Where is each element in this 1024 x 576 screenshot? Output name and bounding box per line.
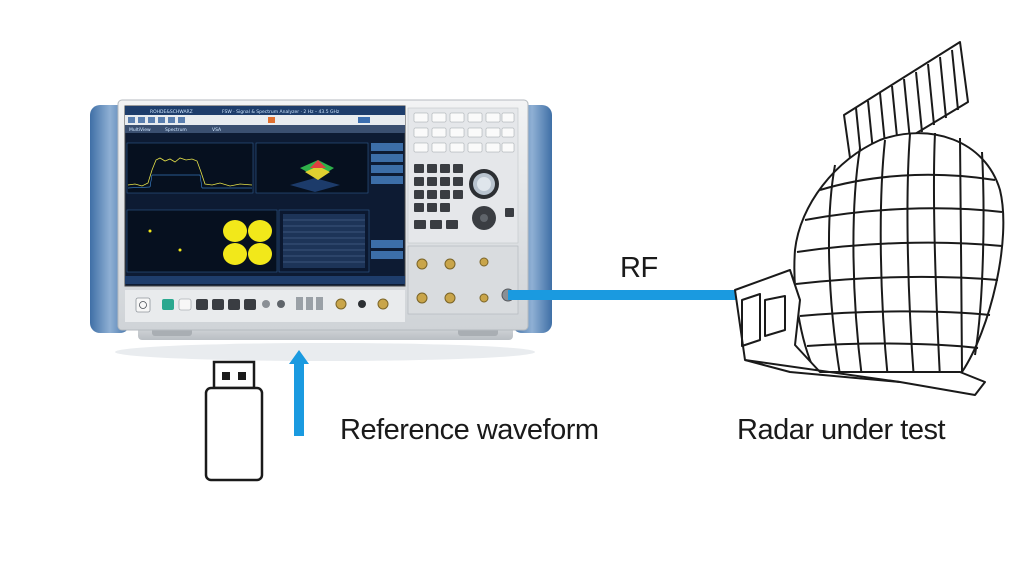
noise-source-connector — [377, 298, 389, 310]
screen-status-bar — [125, 276, 405, 284]
power-sensor-connector — [335, 298, 347, 310]
volume-knob[interactable] — [277, 300, 285, 308]
reference-waveform-label: Reference waveform — [340, 414, 599, 446]
radar-under-test-label: Radar under test — [737, 414, 946, 446]
usb-port-1 — [296, 297, 303, 310]
system-button-2[interactable] — [178, 298, 192, 311]
rf-link-cable — [508, 290, 736, 300]
tab-vsa[interactable]: VSA — [212, 127, 222, 133]
usb-port-3 — [316, 297, 323, 310]
system-button-5[interactable] — [228, 299, 240, 310]
system-button-6[interactable] — [244, 299, 256, 310]
screen-toolbar — [125, 115, 405, 125]
tab-spectrum[interactable]: Spectrum — [165, 127, 187, 133]
radar-under-test-icon — [734, 41, 1005, 396]
rf-connector-panel — [407, 245, 519, 315]
screen-title-bar — [125, 106, 405, 115]
system-button-4[interactable] — [212, 299, 224, 310]
power-button[interactable] — [135, 297, 151, 313]
rf-label: RF — [620, 252, 658, 284]
screen-tabs: MultiView Spectrum VSA — [125, 125, 405, 133]
probe-connector — [358, 300, 366, 308]
keypad-panel — [407, 107, 519, 244]
phones-jack — [262, 300, 270, 308]
arrow-up-icon — [289, 350, 309, 364]
constellation-pane — [126, 209, 278, 273]
brand-text: ROHDE&SCHWARZ — [150, 109, 193, 115]
spectrum-pane — [126, 142, 254, 194]
usb-port-2 — [306, 297, 313, 310]
instrument-shadow — [115, 343, 535, 361]
usb-stick-icon — [204, 360, 264, 482]
3d-spectrogram-pane — [255, 142, 369, 194]
system-button-3[interactable] — [196, 299, 208, 310]
screen-softkeys — [371, 143, 403, 259]
front-control-strip — [125, 290, 405, 322]
system-button-1[interactable] — [162, 299, 174, 310]
model-title-text: FSW · Signal & Spectrum Analyzer · 2 Hz … — [222, 109, 340, 115]
tab-multiview[interactable]: MultiView — [129, 127, 151, 133]
symbol-table-pane — [278, 209, 370, 273]
signal-analyzer-instrument: ROHDE&SCHWARZ FSW · Signal & Spectrum An… — [90, 99, 552, 361]
reference-waveform-arrow — [289, 350, 309, 436]
power-icon — [139, 301, 147, 309]
